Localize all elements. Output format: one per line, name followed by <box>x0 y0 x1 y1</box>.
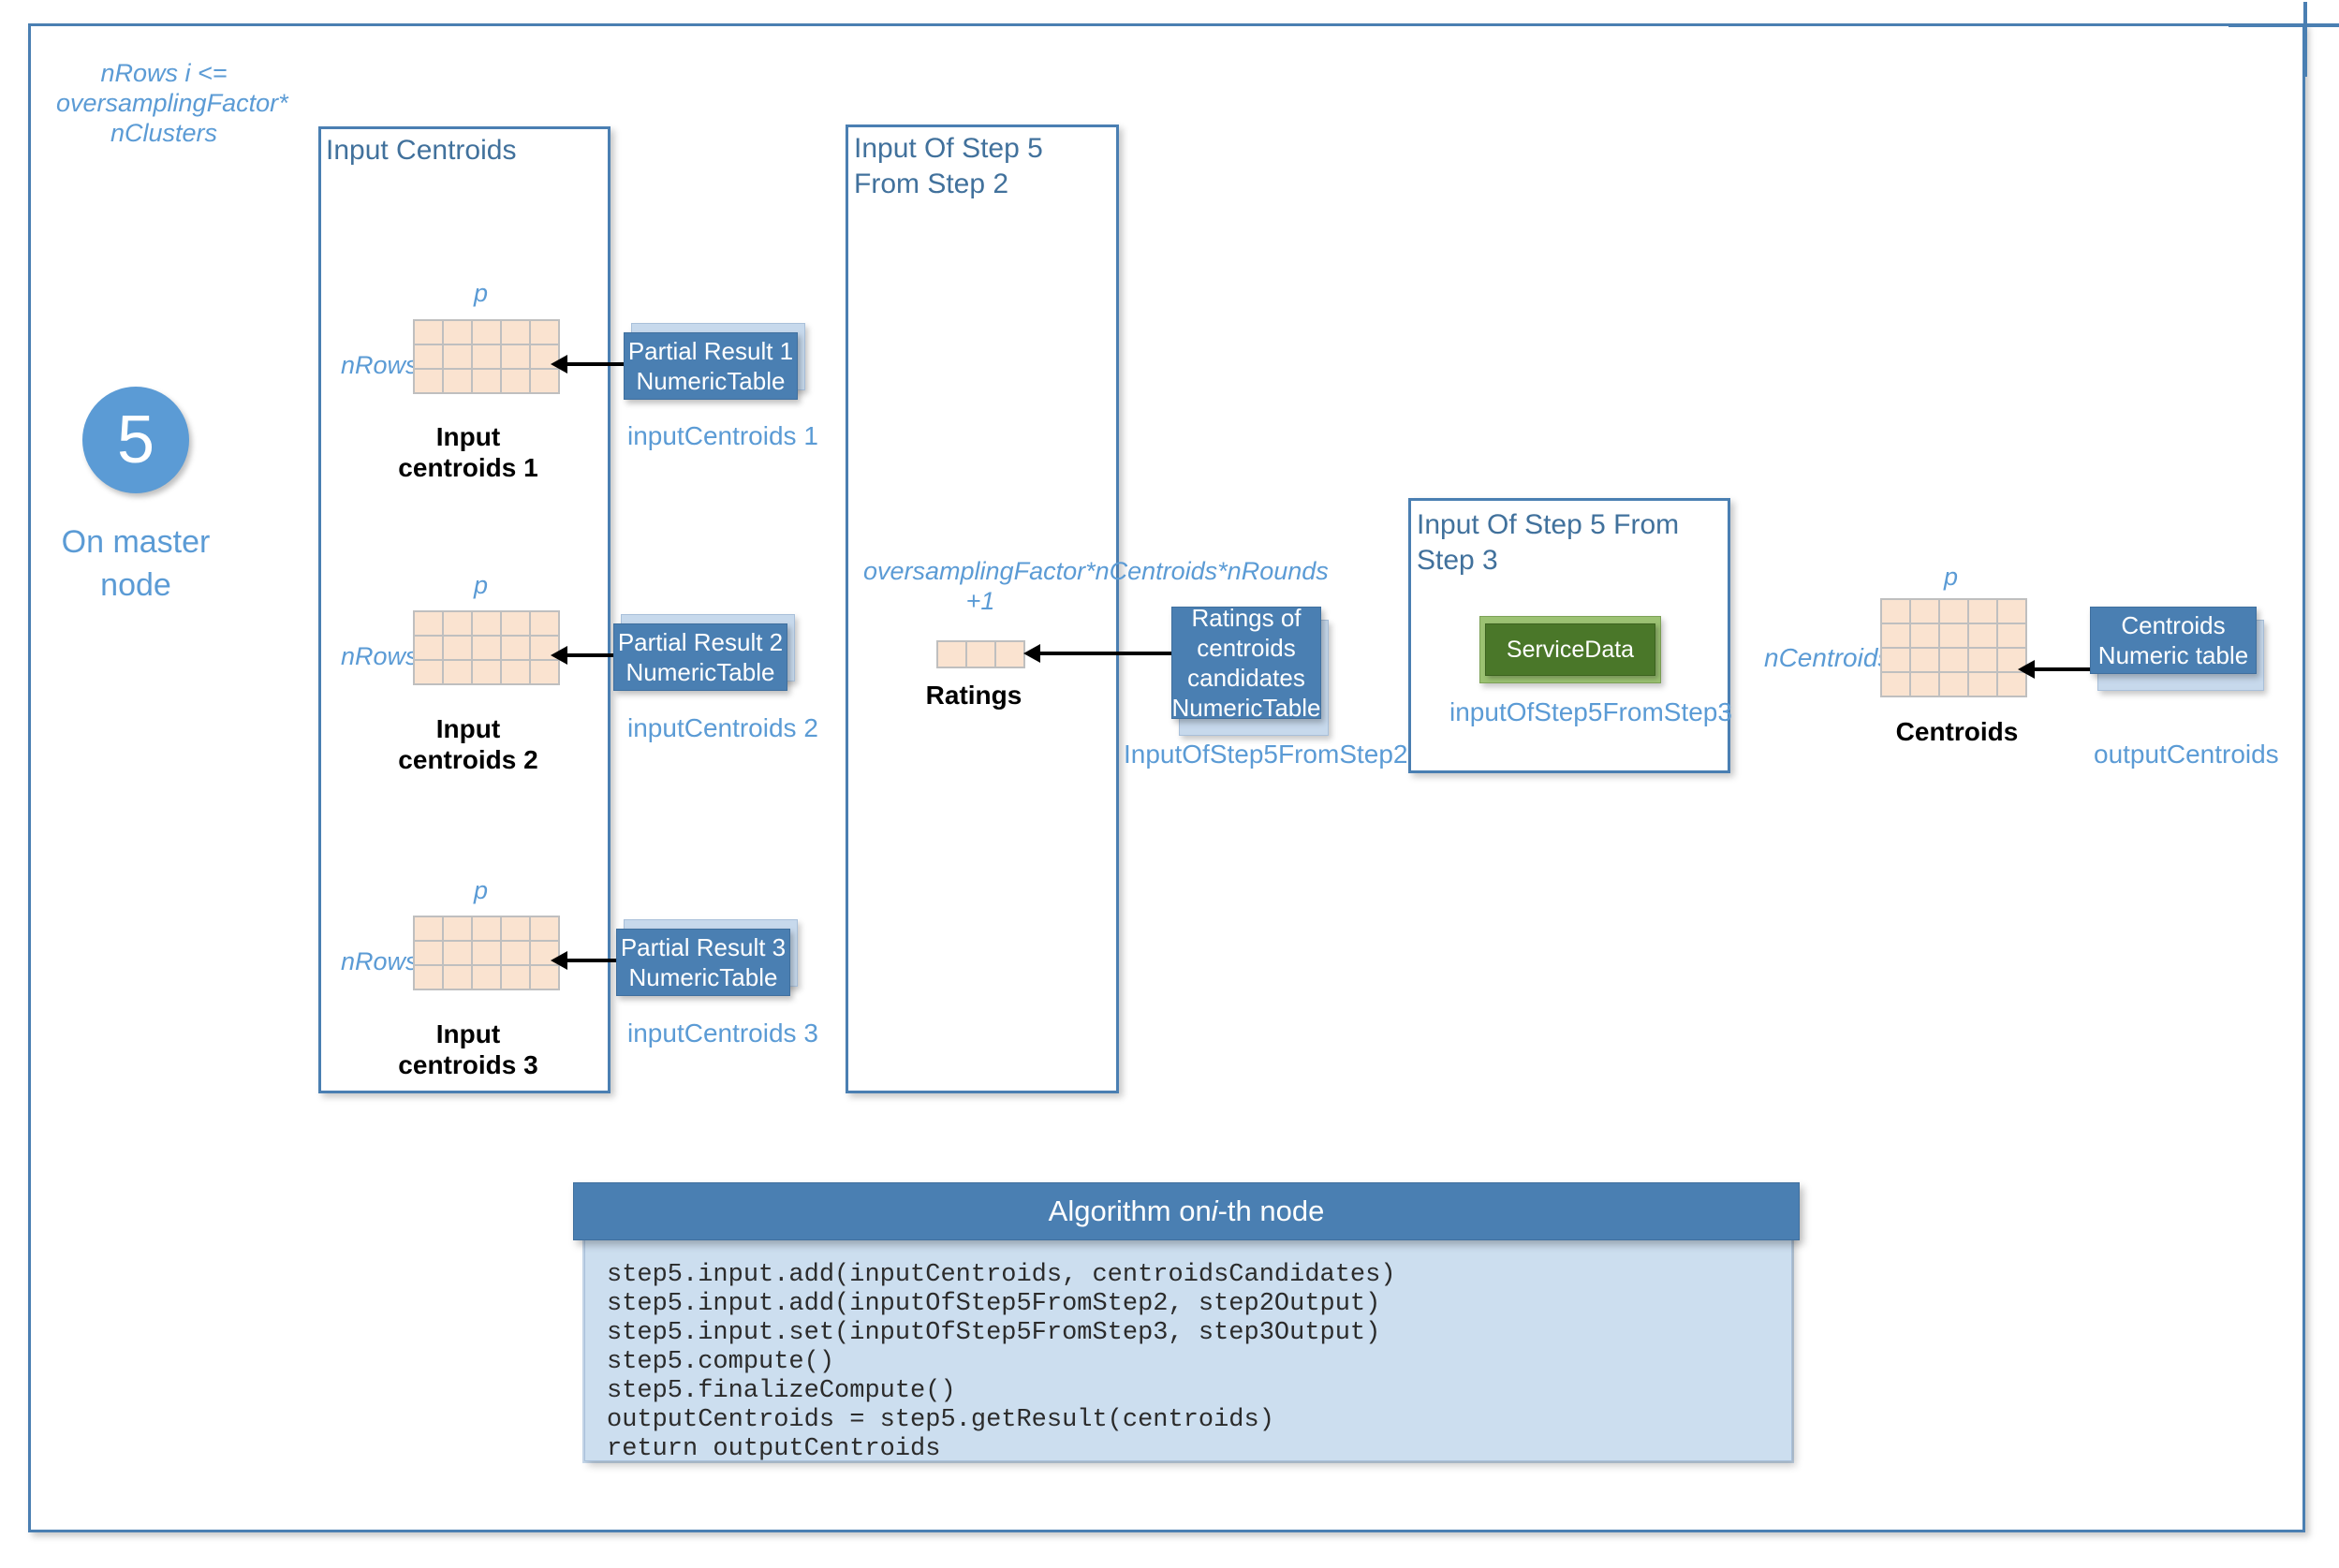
numeric-table-ratings-candidates-label: Ratings of centroids candidates NumericT… <box>1171 604 1321 722</box>
input-centroids-3-col-label: p <box>474 876 489 904</box>
input-centroids-2-row-label: nRows <box>341 642 419 670</box>
numeric-table-output-centroids-label: Centroids Numeric table <box>2097 611 2249 669</box>
input-centroids-1-caption: Input centroids 1 <box>398 422 538 482</box>
numeric-table-output-centroids: Centroids Numeric table <box>2090 607 2264 691</box>
input-centroids-1-arg-label: inputCentroids 1 <box>627 421 818 450</box>
input-centroids-1-col-label: p <box>474 279 489 307</box>
arrow-partial-result-3 <box>551 951 625 970</box>
frame-edge-mark-horizontal <box>2229 23 2339 27</box>
input-centroids-3-matrix <box>413 916 560 990</box>
algorithm-title-suffix: -th node <box>1217 1194 1325 1227</box>
numeric-table-ratings-candidates: Ratings of centroids candidates NumericT… <box>1171 604 1329 736</box>
frame-edge-mark-vertical <box>2303 2 2307 77</box>
ratings-vector <box>936 640 1025 668</box>
ratings-dimension-annotation: oversamplingFactor*nCentroids*nRounds +1 <box>863 557 1329 615</box>
algorithm-header: Algorithm on i-th node <box>573 1182 1800 1240</box>
output-centroids-row-label: nCentroids <box>1764 643 1891 672</box>
service-data-block: ServiceData <box>1479 616 1661 683</box>
input-centroids-3-row-label: nRows <box>341 947 419 975</box>
panel-input-centroids-title: Input Centroids <box>326 135 517 166</box>
step5-from-step3-arg-label: inputOfStep5FromStep3 <box>1449 697 1732 726</box>
step-number-badge: 5 <box>82 387 189 493</box>
arrow-output-centroids <box>2018 660 2095 679</box>
input-centroids-3-caption: Input centroids 3 <box>398 1019 538 1079</box>
step-number-text: 5 <box>116 403 155 477</box>
algorithm-block: Algorithm on i-th node step5.input.add(i… <box>573 1182 1800 1463</box>
ratings-caption: Ratings <box>925 681 1022 710</box>
input-centroids-2-matrix <box>413 610 560 685</box>
output-centroids-arg-label: outputCentroids <box>2094 740 2279 769</box>
input-centroids-2-col-label: p <box>474 571 489 599</box>
step5-from-step2-arg-label: InputOfStep5FromStep2 <box>1124 740 1408 769</box>
panel-input-step5-from-step3-title: Input Of Step 5 From Step 3 <box>1417 509 1680 576</box>
service-data-label: ServiceData <box>1506 636 1635 663</box>
input-centroids-2-arg-label: inputCentroids 2 <box>627 713 818 742</box>
algorithm-title-italic: i <box>1211 1194 1218 1227</box>
arrow-partial-result-1 <box>551 355 625 374</box>
numeric-table-partial-result-1-label: Partial Result 1 NumericTable <box>627 337 794 395</box>
input-centroids-1-matrix <box>413 319 560 394</box>
arrow-ratings <box>1023 644 1175 663</box>
input-centroids-1-row-label: nRows <box>341 351 419 379</box>
output-centroids-caption: Centroids <box>1895 717 2019 746</box>
algorithm-code: step5.input.add(inputCentroids, centroid… <box>607 1261 1396 1463</box>
panel-input-step5-from-step2-title: Input Of Step 5 From Step 2 <box>854 133 1043 199</box>
input-centroids-2-caption: Input centroids 2 <box>398 714 538 774</box>
output-centroids-matrix <box>1880 598 2027 697</box>
arrow-partial-result-2 <box>551 646 625 665</box>
numeric-table-partial-result-2-label: Partial Result 2 NumericTable <box>617 628 784 686</box>
input-centroids-3-arg-label: inputCentroids 3 <box>627 1018 818 1048</box>
step-node-label: On master node <box>61 524 211 603</box>
numeric-table-partial-result-3: Partial Result 3 NumericTable <box>616 919 798 996</box>
algorithm-title-prefix: Algorithm on <box>1048 1194 1212 1227</box>
numeric-table-partial-result-1: Partial Result 1 NumericTable <box>624 323 805 400</box>
panel-input-step5-from-step2 <box>846 125 1119 1093</box>
output-centroids-col-label: p <box>1944 563 1959 591</box>
numeric-table-partial-result-2: Partial Result 2 NumericTable <box>613 614 795 691</box>
nrows-constraint-annotation: nRows i <= oversamplingFactor* nClusters <box>56 59 288 147</box>
numeric-table-partial-result-3-label: Partial Result 3 NumericTable <box>620 933 787 991</box>
